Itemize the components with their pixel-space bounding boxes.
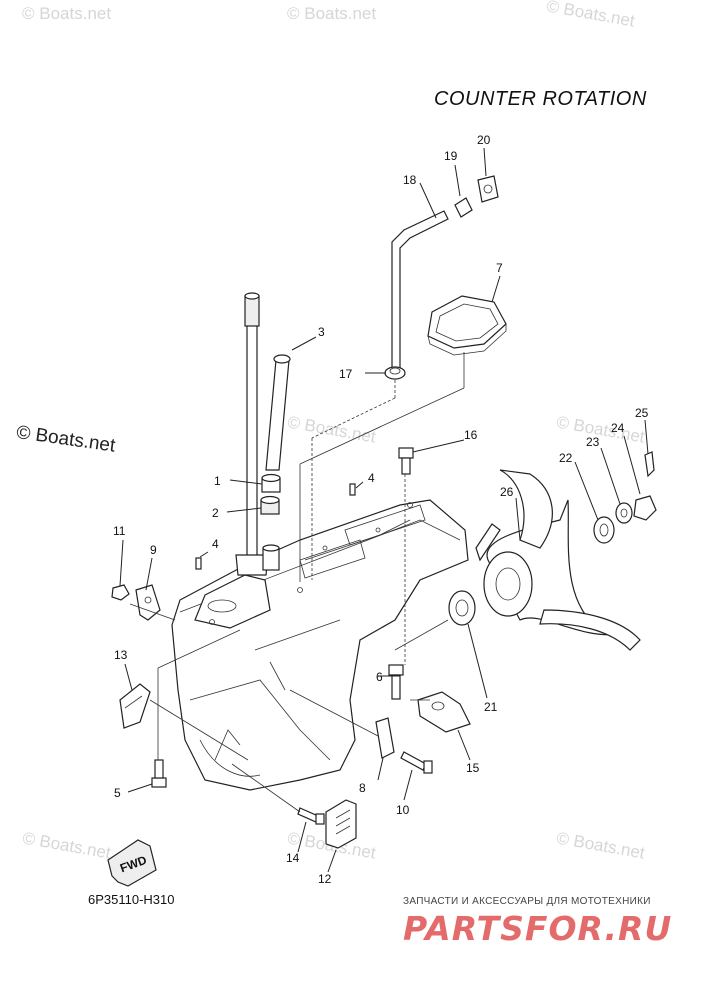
callout-2: 2 [212, 506, 219, 520]
watermark: © Boats.net [287, 4, 377, 23]
bolt [400, 751, 433, 774]
fwd-arrow: FWD [107, 839, 157, 887]
callout-22: 22 [559, 451, 573, 465]
bolt [398, 447, 414, 475]
spacer [593, 516, 615, 544]
dowel-pin [349, 483, 356, 496]
callout-19: 19 [444, 149, 458, 163]
brand-logo: PARTSFOR.RU [403, 909, 673, 948]
callout-18: 18 [403, 173, 417, 187]
callout-21: 21 [484, 700, 498, 714]
bolt [297, 807, 325, 825]
callout-6: 6 [376, 670, 383, 684]
callout-15: 15 [466, 761, 480, 775]
callout-16: 16 [464, 428, 478, 442]
propeller-nut [633, 495, 657, 521]
hose-fitting [454, 197, 473, 218]
shaft-collar [262, 544, 280, 571]
bushing [261, 473, 281, 493]
callout-20: 20 [477, 133, 491, 147]
drive-shaft [235, 292, 269, 576]
clip [135, 584, 161, 621]
callout-23: 23 [586, 435, 600, 449]
nut [111, 584, 130, 601]
anode [375, 717, 395, 759]
diagram-code: 6P35110-H310 [88, 892, 175, 907]
cotter-pin [644, 451, 655, 478]
callout-8: 8 [359, 781, 366, 795]
cover [325, 799, 357, 849]
trim-tab [119, 683, 151, 729]
callout-3: 3 [318, 325, 325, 339]
leader-lines [119, 147, 649, 873]
callout-10: 10 [396, 803, 410, 817]
gasket [427, 295, 507, 356]
dowel-pin [195, 557, 202, 570]
hose-joint [384, 366, 406, 380]
callout-25: 25 [635, 406, 649, 420]
brand-tagline: ЗАПЧАСТИ И АКСЕССУАРЫ ДЛЯ МОТОТЕХНИКИ [403, 896, 651, 907]
callout-12: 12 [318, 872, 332, 886]
watermark: © Boats.net [22, 4, 112, 23]
bolt [388, 664, 404, 700]
callout-11: 11 [113, 524, 126, 538]
bolt [151, 759, 167, 788]
propeller [475, 469, 641, 651]
diagram-title: COUNTER ROTATION [434, 88, 647, 110]
callout-7: 7 [496, 261, 503, 275]
callout-14: 14 [286, 851, 300, 865]
callout-4: 4 [212, 537, 219, 551]
callout-17: 17 [339, 367, 353, 381]
callout-26: 26 [500, 485, 514, 499]
oil-seal [260, 495, 280, 515]
callout-numbers: 1 2 3 4 4 5 6 7 8 9 10 11 12 13 14 15 16… [113, 133, 649, 886]
washer [615, 502, 633, 524]
callout-5: 5 [114, 786, 121, 800]
callout-13: 13 [114, 648, 128, 662]
grommet [477, 175, 499, 203]
anode [417, 691, 471, 733]
shift-rod [265, 354, 291, 471]
callout-9: 9 [150, 543, 157, 557]
water-hose [391, 210, 449, 369]
callout-1: 1 [214, 474, 221, 488]
thrust-washer [448, 590, 476, 626]
callout-24: 24 [611, 421, 625, 435]
callout-4: 4 [368, 471, 375, 485]
